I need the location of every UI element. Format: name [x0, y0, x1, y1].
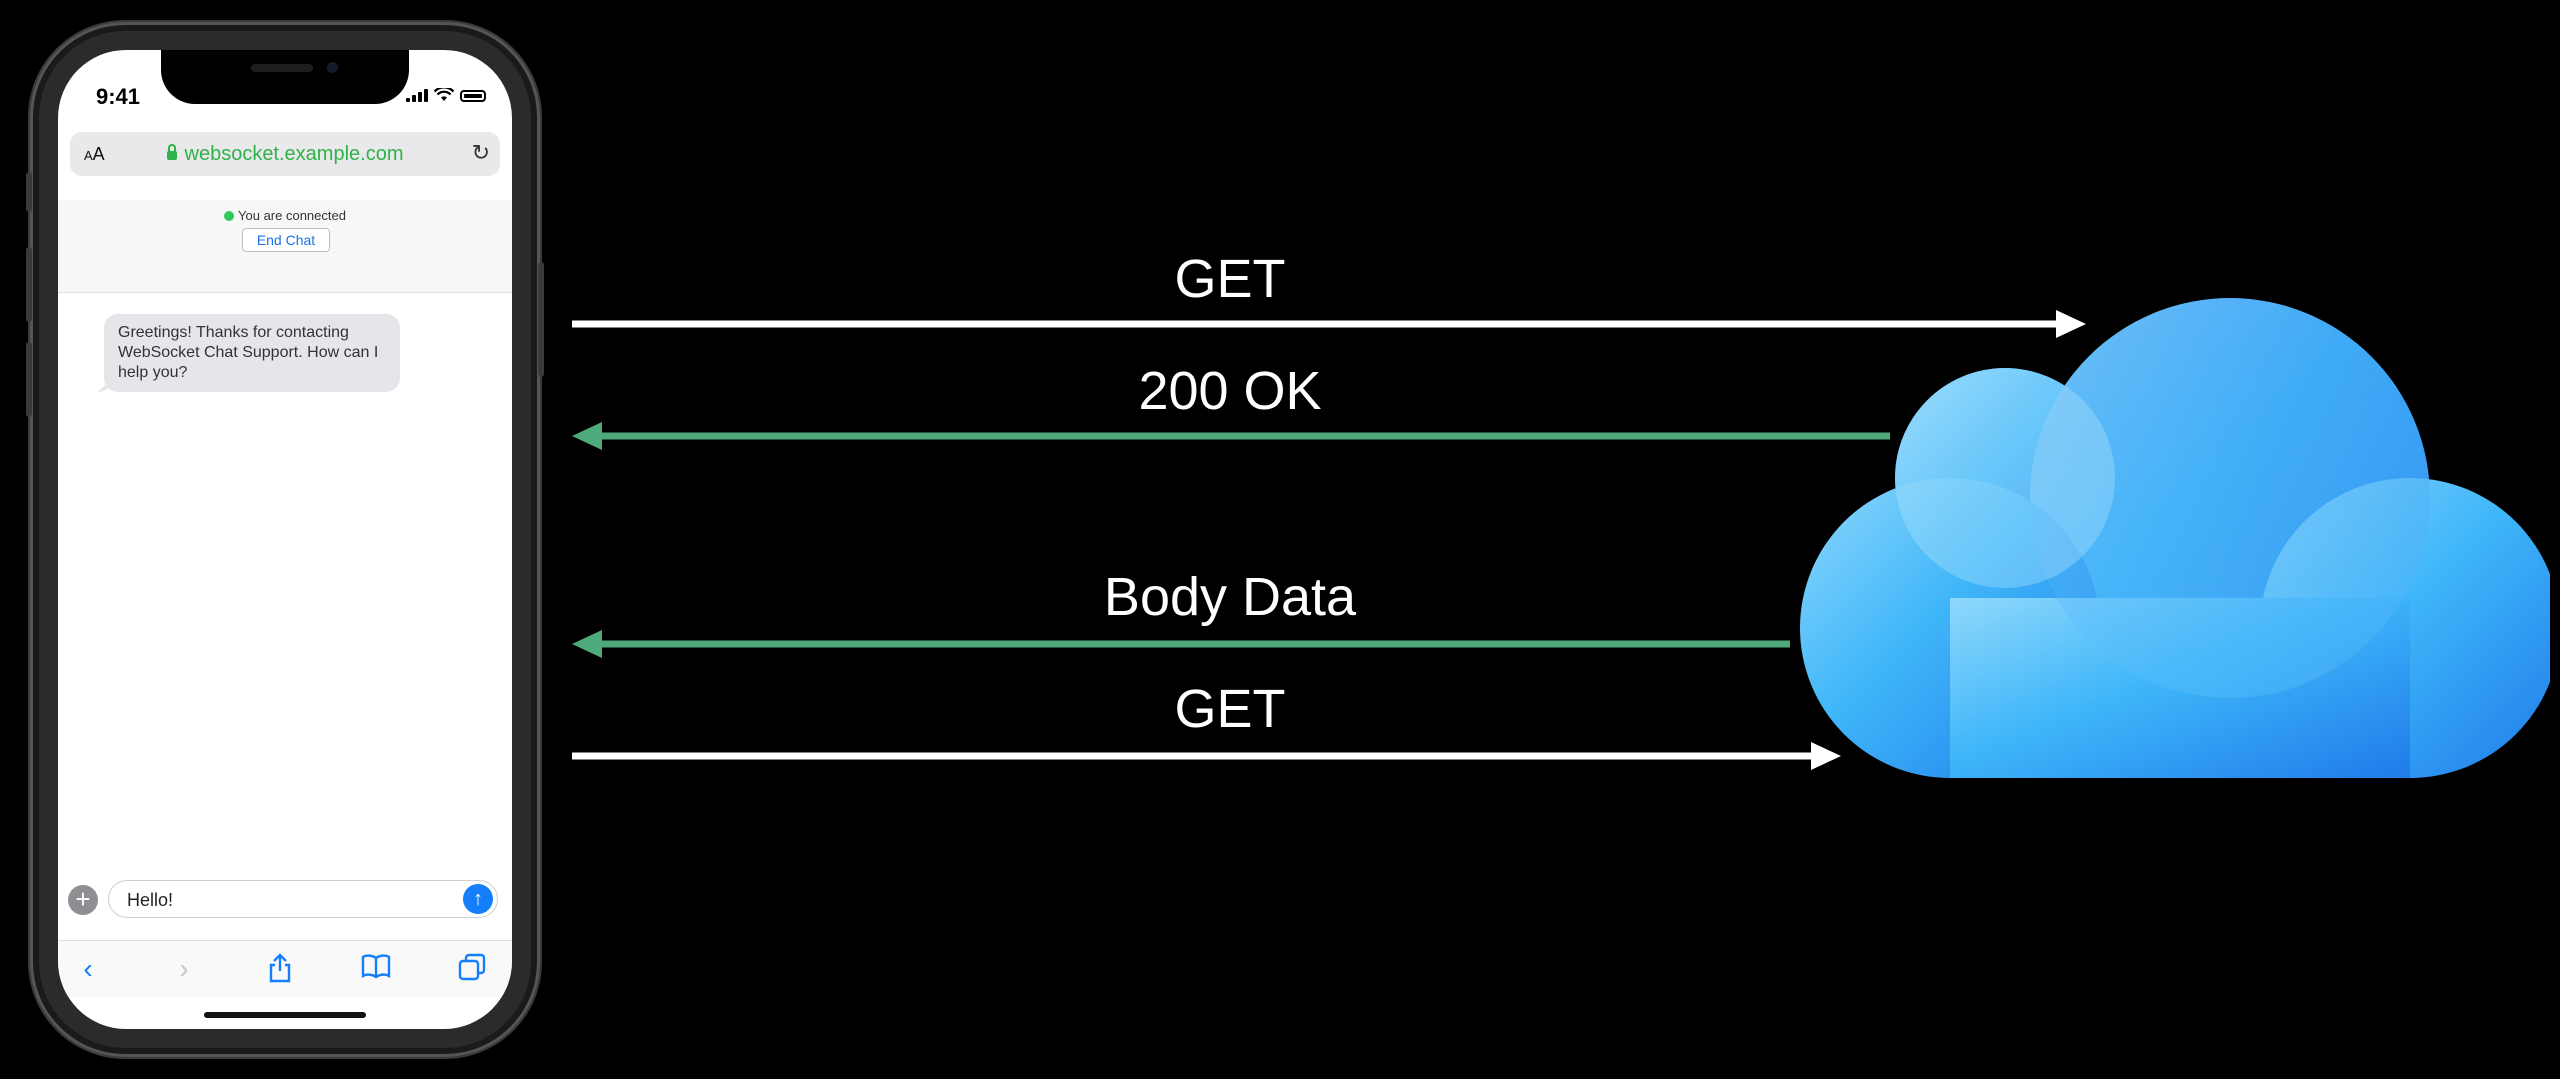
arrow-get-request-1 — [572, 310, 2086, 338]
mute-switch — [26, 172, 32, 212]
iphone-device: 9:41 AA websocket.example.com ↻ — [26, 22, 544, 1057]
notch — [161, 50, 409, 104]
send-icon[interactable]: ↑ — [463, 884, 493, 914]
lock-icon — [166, 144, 177, 160]
connection-status-text: You are connected — [238, 208, 346, 223]
url-field[interactable]: websocket.example.com — [70, 143, 500, 166]
side-button — [538, 262, 544, 377]
browser-toolbar: ‹ › — [58, 940, 512, 997]
address-bar[interactable]: AA websocket.example.com ↻ — [70, 132, 500, 176]
end-chat-button[interactable]: End Chat — [242, 228, 330, 252]
front-camera — [327, 62, 338, 73]
text-size-button[interactable]: AA — [84, 144, 105, 164]
chat-message-bubble: Greetings! Thanks for contacting WebSock… — [104, 314, 400, 392]
home-indicator — [204, 1012, 366, 1018]
connected-dot-icon — [224, 211, 235, 221]
volume-up-button — [26, 247, 32, 322]
battery-icon — [460, 90, 486, 102]
bookmarks-icon[interactable] — [360, 953, 392, 985]
connection-status: You are connected — [58, 208, 512, 223]
status-icons — [406, 88, 486, 102]
speaker — [251, 64, 313, 72]
phone-screen: 9:41 AA websocket.example.com ↻ — [58, 50, 512, 1029]
tabs-icon[interactable] — [456, 953, 488, 985]
arrow-label-body-data: Body Data — [1103, 567, 1357, 627]
share-icon[interactable] — [264, 953, 296, 985]
message-input-text[interactable]: Hello! — [127, 890, 174, 910]
connection-panel: You are connected End Chat — [58, 200, 512, 293]
wifi-icon — [434, 88, 454, 101]
url-text: websocket.example.com — [184, 143, 404, 165]
plus-icon[interactable]: + — [68, 885, 98, 915]
arrow-get-request-2 — [572, 742, 1841, 770]
forward-icon[interactable]: › — [179, 953, 189, 984]
cloud-icon — [1800, 298, 2550, 778]
message-input[interactable]: Hello! ↑ — [108, 880, 498, 918]
cellular-signal-icon — [406, 89, 428, 102]
reload-icon[interactable]: ↻ — [471, 140, 490, 165]
status-bar: 9:41 — [58, 50, 512, 110]
arrow-200-ok-response — [572, 422, 1890, 450]
arrow-label-200-ok: 200 OK — [1138, 361, 1322, 421]
arrow-label-get-2: GET — [1174, 679, 1286, 739]
back-icon[interactable]: ‹ — [83, 953, 93, 984]
arrow-body-data-response — [572, 630, 1790, 658]
arrow-label-get-1: GET — [1174, 249, 1286, 309]
status-time: 9:41 — [96, 84, 141, 109]
volume-down-button — [26, 342, 32, 417]
message-composer: + Hello! ↑ — [58, 876, 512, 922]
